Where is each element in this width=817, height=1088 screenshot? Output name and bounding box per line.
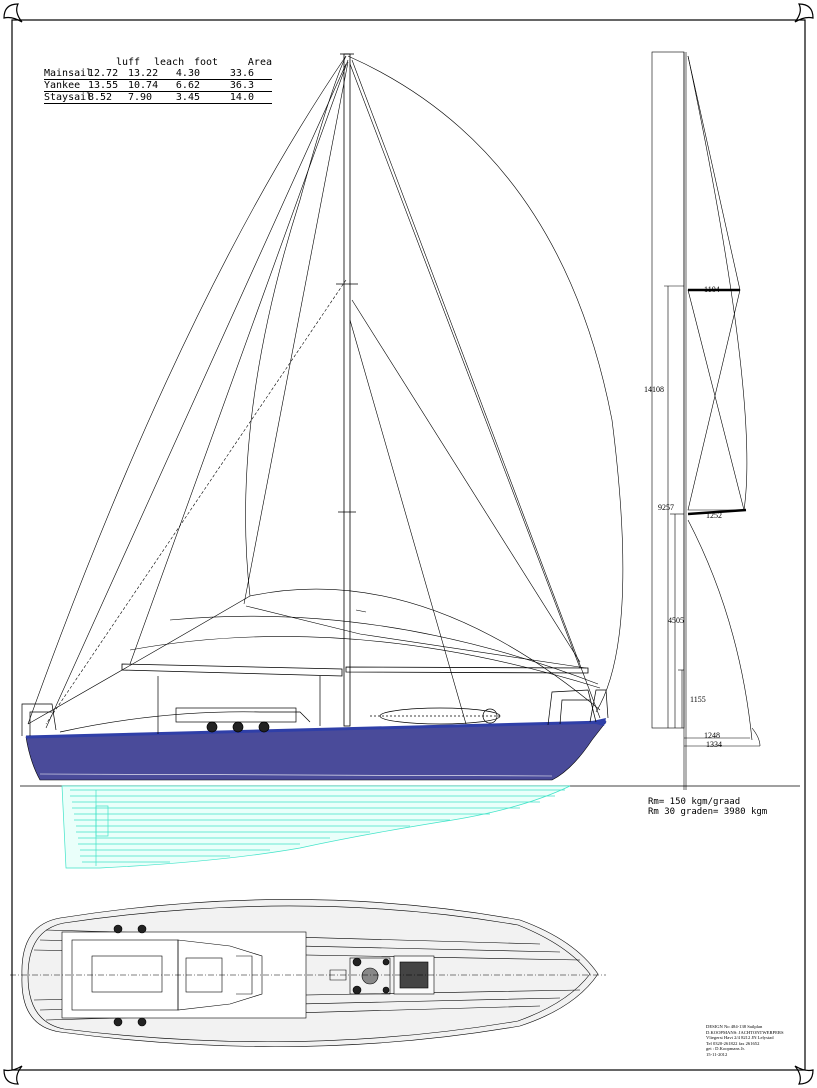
stability-note: Rm= 150 kgm/graad Rm 30 graden= 3980 kgm bbox=[648, 797, 767, 817]
title-line-3: Vliegerst Havt 2/4 8212 JN Lelystad bbox=[706, 1035, 774, 1041]
sail-luff: 12.72 bbox=[88, 68, 119, 79]
header-foot: foot bbox=[194, 57, 219, 68]
dim-mast-height: 14108 bbox=[644, 385, 664, 394]
sail-foot: 4.30 bbox=[175, 68, 200, 79]
dim-deck-height: 1155 bbox=[690, 695, 706, 704]
sail-area: 36.3 bbox=[229, 80, 254, 91]
title-line-5: get : D.Koopmans Jr. bbox=[706, 1046, 745, 1052]
deck-furniture bbox=[21, 676, 609, 736]
underwater-hull bbox=[61, 785, 571, 869]
mast bbox=[336, 53, 358, 727]
table-row: Yankee 13.55 10.74 6.62 36.3 bbox=[44, 80, 272, 92]
sail-leach: 13.22 bbox=[128, 68, 159, 79]
title-line-4: Tel 0320-261822 fax 261652 bbox=[706, 1040, 760, 1046]
sail-name: Staysail bbox=[44, 92, 93, 103]
sail-luff: 8.52 bbox=[88, 92, 113, 103]
title-line-2: D.KOOPMANS: JACHTONTWERPERS bbox=[706, 1029, 784, 1035]
drawing-border bbox=[3, 3, 814, 1085]
header-luff: luff bbox=[116, 57, 141, 68]
header-leach: leach bbox=[154, 57, 185, 68]
dim-boom-height: 4505 bbox=[668, 616, 684, 625]
title-line-6: 15-11-2012 bbox=[706, 1051, 728, 1057]
title-block: DESIGN No 484-138 Sailplan D.KOOPMANS: J… bbox=[706, 1024, 784, 1058]
rigging-and-sails bbox=[27, 55, 624, 729]
sail-dimensions-table: luff leach foot Area Mainsail 12.72 13.2… bbox=[44, 57, 272, 104]
sail-area: 33.6 bbox=[229, 68, 254, 79]
dim-i-height: 9257 bbox=[658, 503, 674, 512]
title-line-1: DESIGN No 484-138 Sailplan bbox=[706, 1024, 763, 1029]
deck-plan bbox=[10, 899, 606, 1047]
sail-name: Mainsail bbox=[44, 68, 93, 79]
stability-line-1: Rm= 150 kgm/graad bbox=[648, 797, 741, 807]
stability-line-2: Rm 30 graden= 3980 kgm bbox=[648, 807, 768, 817]
sail-area: 14.0 bbox=[229, 92, 254, 103]
table-row: Mainsail 12.72 13.22 4.30 33.6 bbox=[44, 68, 272, 80]
sail-foot: 3.45 bbox=[175, 92, 200, 103]
sail-name: Yankee bbox=[44, 80, 81, 91]
sail-luff: 13.55 bbox=[88, 80, 119, 91]
dim-lower-spreader: 1252 bbox=[706, 511, 722, 520]
sail-leach: 7.90 bbox=[128, 92, 153, 103]
header-blank bbox=[44, 57, 88, 68]
sail-leach: 10.74 bbox=[128, 80, 159, 91]
hull-profile bbox=[25, 718, 607, 781]
rig-elevation bbox=[651, 51, 761, 790]
boom bbox=[121, 663, 589, 677]
sail-foot: 6.62 bbox=[175, 80, 200, 91]
dim-base-width: 1334 bbox=[706, 740, 722, 749]
table-row: Staysail 8.52 7.90 3.45 14.0 bbox=[44, 92, 272, 104]
dim-chainplate-base: 1248 bbox=[704, 731, 720, 740]
header-area: Area bbox=[247, 57, 272, 68]
table-header: luff leach foot Area bbox=[44, 57, 272, 68]
dim-upper-spreader: 1104 bbox=[704, 285, 720, 294]
